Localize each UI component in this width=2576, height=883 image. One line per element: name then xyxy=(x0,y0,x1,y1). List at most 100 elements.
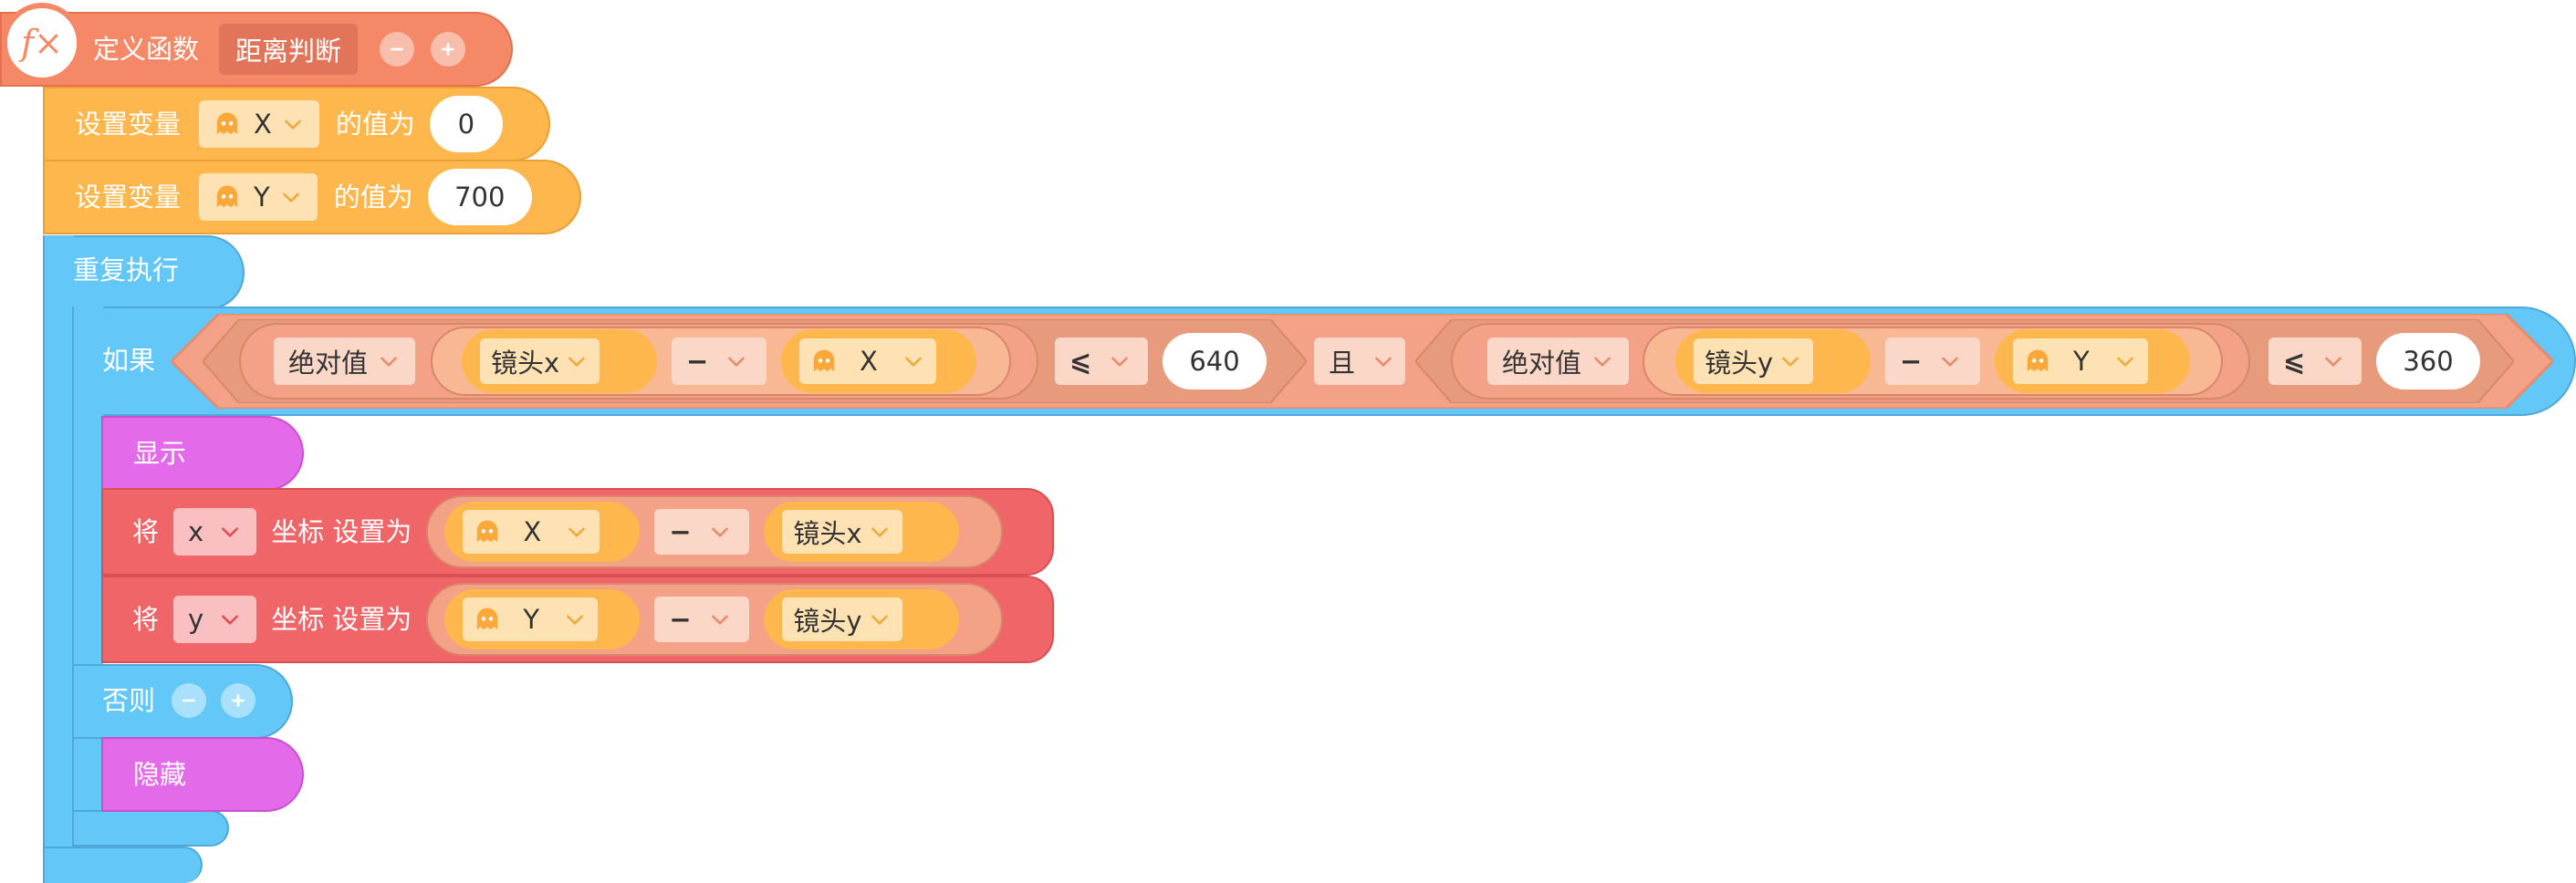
set-x-position-block[interactable]: 将 x 坐标 设置为 X − 镜头x xyxy=(101,488,1054,576)
chevron-down-icon xyxy=(902,349,925,373)
function-name-field[interactable]: 距离判断 xyxy=(219,24,359,75)
set-variable-y-block[interactable]: 设置变量 Y 的值为 700 xyxy=(43,160,581,234)
set-variable-x-block[interactable]: 设置变量 X 的值为 0 xyxy=(43,87,550,161)
chevron-down-icon xyxy=(563,608,587,631)
camera-y-label: 镜头y xyxy=(1705,348,1774,379)
minus-icon xyxy=(387,39,407,59)
plus-icon xyxy=(438,39,458,59)
variable-dropdown-x[interactable]: X xyxy=(199,100,319,148)
camera-y-dropdown[interactable]: 镜头y xyxy=(1694,338,1814,384)
value-input-y[interactable]: 700 xyxy=(427,169,532,225)
and-operator-dropdown[interactable]: 且 xyxy=(1314,338,1405,385)
define-function-block[interactable]: 定义函数 距离判断 xyxy=(0,12,513,87)
set-suffix-label: 坐标 设置为 xyxy=(271,603,412,635)
camera-x-reporter[interactable]: 镜头x xyxy=(764,502,960,562)
operator-dropdown[interactable]: − xyxy=(654,509,750,555)
right-abs-dropdown[interactable]: 绝对值 xyxy=(1487,338,1630,385)
add-else-button[interactable] xyxy=(221,683,256,718)
variable-dropdown-y[interactable]: Y xyxy=(199,173,318,221)
else-header: 否则 xyxy=(102,682,256,719)
chevron-down-icon xyxy=(1590,349,1614,373)
set-y-position-block[interactable]: 将 y 坐标 设置为 Y − 镜头y xyxy=(101,576,1054,663)
ghost-icon xyxy=(214,110,241,138)
remove-param-button[interactable] xyxy=(380,32,415,67)
forever-label: 重复执行 xyxy=(73,255,180,286)
else-label: 否则 xyxy=(102,684,156,716)
plus-icon xyxy=(228,691,248,711)
axis-label: x xyxy=(188,516,204,547)
operator-label: − xyxy=(669,604,692,635)
forever-arm xyxy=(43,235,74,883)
forever-foot xyxy=(43,847,203,883)
minus-icon xyxy=(179,691,199,711)
define-label: 定义函数 xyxy=(93,33,200,65)
camera-x-reporter[interactable]: 镜头x xyxy=(462,329,657,393)
operator-label: − xyxy=(669,516,692,547)
set-variable-label: 设置变量 xyxy=(75,108,182,140)
right-limit-input[interactable]: 360 xyxy=(2376,333,2480,390)
and-label: 且 xyxy=(1329,348,1356,379)
chevron-down-icon xyxy=(1371,349,1395,373)
show-block[interactable]: 显示 xyxy=(101,416,304,491)
variable-x-reporter[interactable]: X xyxy=(781,329,976,393)
chevron-down-icon xyxy=(2321,349,2345,373)
chevron-down-icon xyxy=(868,608,892,631)
operator-dropdown[interactable]: − xyxy=(654,597,750,642)
subtract-y-reporter: Y − 镜头y xyxy=(426,583,1004,656)
fx-badge: f× xyxy=(2,3,82,83)
chevron-down-icon xyxy=(1778,349,1802,373)
variable-x-dropdown[interactable]: X xyxy=(799,338,936,384)
camera-y-reporter[interactable]: 镜头y xyxy=(1675,329,1871,393)
ghost-icon xyxy=(214,183,241,211)
left-abs-dropdown[interactable]: 绝对值 xyxy=(274,338,416,385)
chevron-down-icon xyxy=(218,520,242,544)
remove-else-button[interactable] xyxy=(172,683,207,718)
set-prefix-label: 将 xyxy=(132,515,160,547)
chevron-down-icon xyxy=(1938,349,1962,373)
camera-x-dropdown[interactable]: 镜头x xyxy=(480,338,600,384)
hide-label: 隐藏 xyxy=(133,758,187,790)
variable-y-dropdown[interactable]: Y xyxy=(463,597,599,641)
hide-block[interactable]: 隐藏 xyxy=(101,737,304,812)
camera-y-dropdown[interactable]: 镜头y xyxy=(782,597,902,641)
variable-y-reporter[interactable]: Y xyxy=(444,589,641,649)
right-operator-dropdown[interactable]: − xyxy=(1885,338,1980,385)
camera-y-label: 镜头y xyxy=(793,606,862,637)
camera-x-dropdown[interactable]: 镜头x xyxy=(782,510,902,554)
set-variable-label: 设置变量 xyxy=(75,181,182,213)
fx-icon: f× xyxy=(21,23,63,63)
right-compare-dropdown[interactable]: ⩽ xyxy=(2268,338,2362,385)
axis-dropdown-x[interactable]: x xyxy=(173,508,257,556)
left-limit-input[interactable]: 640 xyxy=(1163,333,1267,390)
subtract-x-reporter: X − 镜头x xyxy=(426,495,1004,568)
variable-y-reporter[interactable]: Y xyxy=(1995,329,2190,393)
left-compare-dropdown[interactable]: ⩽ xyxy=(1055,338,1148,385)
variable-name: X xyxy=(254,109,272,140)
chevron-down-icon xyxy=(565,349,589,373)
camera-x-label: 镜头x xyxy=(491,348,560,379)
compare-label: ⩽ xyxy=(2283,346,2306,377)
variable-name: X xyxy=(860,346,878,377)
variable-name: Y xyxy=(2073,346,2090,377)
chevron-down-icon xyxy=(281,112,305,136)
variable-y-dropdown[interactable]: Y xyxy=(2013,338,2148,384)
camera-y-reporter[interactable]: 镜头y xyxy=(764,589,960,649)
chevron-down-icon xyxy=(218,608,242,631)
forever-block[interactable] xyxy=(43,235,245,310)
add-param-button[interactable] xyxy=(431,32,466,67)
abs-label: 绝对值 xyxy=(288,348,369,379)
ghost-icon xyxy=(810,348,838,375)
camera-x-label: 镜头x xyxy=(793,518,862,549)
if-label: 如果 xyxy=(102,345,156,376)
axis-dropdown-y[interactable]: y xyxy=(173,596,257,643)
value-suffix-label: 的值为 xyxy=(335,108,415,140)
set-prefix-label: 将 xyxy=(132,603,160,635)
variable-x-reporter[interactable]: X xyxy=(444,502,641,562)
value-input-x[interactable]: 0 xyxy=(429,96,503,152)
chevron-down-icon xyxy=(725,349,748,373)
variable-name: Y xyxy=(254,182,270,213)
operator-label: − xyxy=(1900,346,1923,377)
variable-x-dropdown[interactable]: X xyxy=(463,510,600,554)
left-operator-dropdown[interactable]: − xyxy=(672,338,767,385)
